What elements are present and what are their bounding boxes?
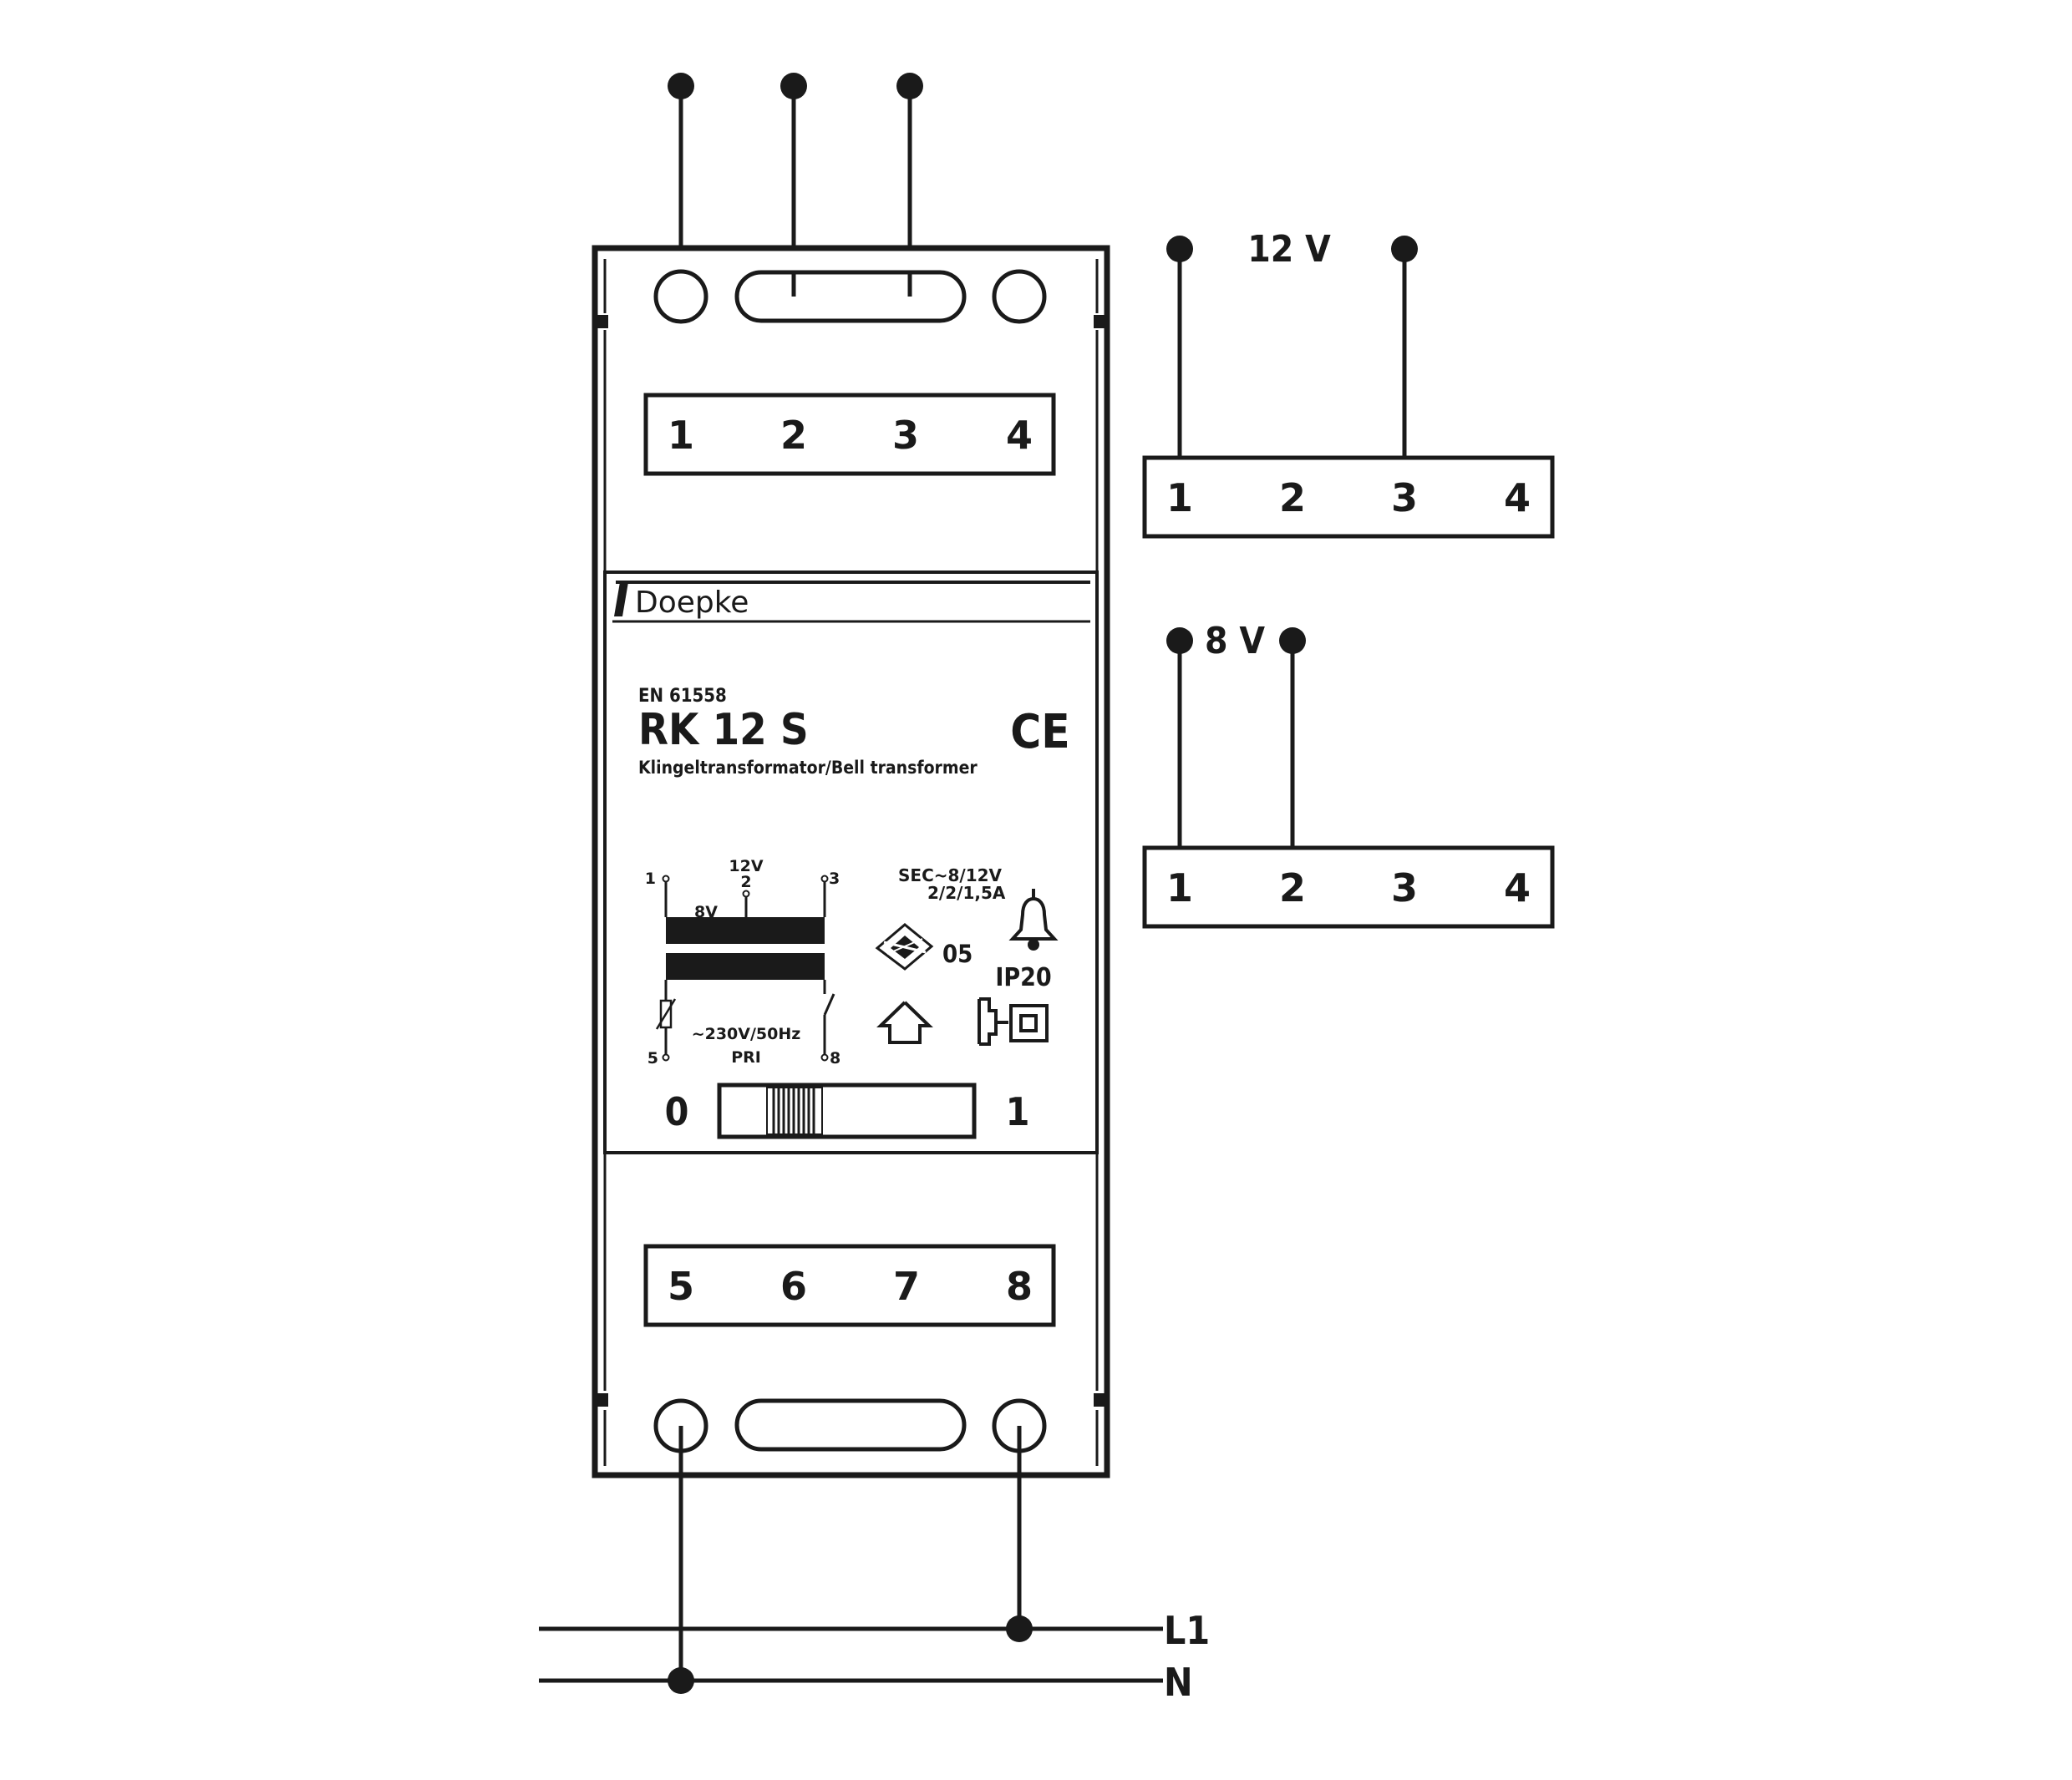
l1-junction-dot: [1006, 1615, 1033, 1642]
screw-terminal-4: [992, 269, 1047, 324]
wiring-12v-label: 12 V: [1247, 228, 1331, 271]
switch-track: [717, 1083, 977, 1139]
terminal-8v-4: 4: [1504, 865, 1531, 910]
supply-lines: [539, 1426, 1163, 1683]
primary-voltage: ~230V/50Hz: [692, 1025, 801, 1043]
brand-name: Doepke: [635, 586, 749, 620]
terminal-12v-2: 2: [1279, 475, 1306, 520]
primary-label: PRI: [731, 1048, 761, 1067]
pin-node-3: [820, 875, 829, 883]
connection-dot: [780, 73, 807, 99]
terminal-8v-2: 2: [1279, 865, 1306, 910]
model-description: Klingeltransformator/Bell transformer: [638, 758, 978, 778]
front-label-panel: Doepke EN 61558 RK 12 S Klingeltransform…: [603, 571, 1099, 1154]
bell-icon: [1008, 889, 1059, 951]
pin-node-2: [742, 890, 750, 898]
terminal-label-7: 7: [893, 1264, 920, 1309]
pin-node-1: [662, 875, 670, 883]
housing-notch: [1094, 315, 1107, 328]
switch-off-label: 0: [665, 1089, 689, 1134]
terminal-strip-8v: [1142, 845, 1555, 929]
housing-notch: [1094, 1393, 1107, 1407]
l1-label: L1: [1164, 1608, 1210, 1653]
safety-transformer-icon: [978, 997, 1049, 1046]
power-switch: 0 1: [665, 1083, 1030, 1139]
connection-dot: [668, 73, 694, 99]
top-terminal-numbers: 1 2 3 4: [668, 413, 1033, 458]
model-name: RK 12 S: [638, 705, 809, 755]
secondary-rating: SEC~8/12V: [898, 865, 1003, 885]
enec-icon: [875, 923, 934, 971]
terminal-label-3: 3: [892, 413, 919, 458]
tap-8v-label: 8V: [694, 903, 718, 921]
standard-label: EN 61558: [638, 686, 727, 707]
terminal-label-4: 4: [1006, 413, 1033, 458]
housing-notch: [595, 1393, 608, 1407]
terminal-label-6: 6: [780, 1264, 807, 1309]
terminal-label-5: 5: [668, 1264, 694, 1309]
n-label: N: [1164, 1660, 1193, 1705]
transformer-schematic: 1 12V 2 3 8V: [645, 857, 840, 1067]
secondary-winding: [666, 917, 825, 944]
pin-label-8: 8: [830, 1049, 840, 1067]
wiring-option-12v: 12 V 1 2 3 4: [1142, 228, 1555, 539]
connection-dot: [896, 73, 923, 99]
primary-switch-contact: [823, 993, 835, 1016]
pin-label-2: 2: [740, 873, 751, 891]
housing-notch: [595, 315, 608, 328]
connection-dot: [1391, 236, 1418, 262]
terminal-label-8: 8: [1006, 1264, 1033, 1309]
top-terminal-strip: [643, 393, 1056, 476]
bottom-terminal-numbers: 5 6 7 8: [668, 1264, 1033, 1309]
switch-knob-grip: [772, 1088, 815, 1134]
pin-node-8: [820, 1053, 829, 1062]
screw-slot-6-7: [734, 1398, 967, 1452]
house-icon: [876, 1001, 933, 1044]
secondary-current: 2/2/1,5A: [927, 883, 1006, 903]
terminal-label-2: 2: [780, 413, 807, 458]
pin-label-3: 3: [829, 870, 840, 888]
connection-dot: [1166, 627, 1193, 654]
tap-12v-label: 12V: [729, 857, 763, 875]
terminal-8v-3: 3: [1391, 865, 1418, 910]
bottom-terminal-strip: [643, 1244, 1056, 1327]
screw-slot-2-3: [734, 270, 967, 323]
ce-mark: CE: [1010, 705, 1069, 759]
connection-dot: [1166, 236, 1193, 262]
terminal-numbers-12v: 1 2 3 4: [1166, 475, 1531, 520]
ip-rating: IP20: [995, 963, 1051, 992]
brand-logo-mark: [614, 582, 628, 616]
wiring-8v-label: 8 V: [1205, 620, 1265, 662]
terminal-12v-4: 4: [1504, 475, 1531, 520]
thermal-fuse-symbol: [655, 998, 677, 1030]
primary-winding: [666, 953, 825, 980]
pin-label-1: 1: [645, 870, 656, 888]
terminal-strip-12v: [1142, 455, 1555, 539]
device-housing: 1 2 3 4 5 6 7 8 Doepke EN 61558 RK 12 S …: [592, 245, 1110, 1478]
terminal-12v-1: 1: [1166, 475, 1193, 520]
enec-number: 05: [942, 940, 973, 968]
wiring-option-8v: 8 V 1 2 3 4: [1142, 620, 1555, 929]
n-junction-dot: [668, 1667, 694, 1694]
pin-node-5: [662, 1053, 670, 1062]
top-wire-dots: [668, 73, 923, 99]
terminal-8v-1: 1: [1166, 865, 1193, 910]
pin-label-5: 5: [648, 1049, 658, 1067]
terminal-12v-3: 3: [1391, 475, 1418, 520]
terminal-numbers-8v: 1 2 3 4: [1166, 865, 1531, 910]
connection-dot: [1279, 627, 1306, 654]
switch-on-label: 1: [1006, 1089, 1030, 1134]
terminal-label-1: 1: [668, 413, 694, 458]
screw-terminal-1: [653, 269, 708, 324]
label-panel-outline: [603, 571, 1099, 1154]
